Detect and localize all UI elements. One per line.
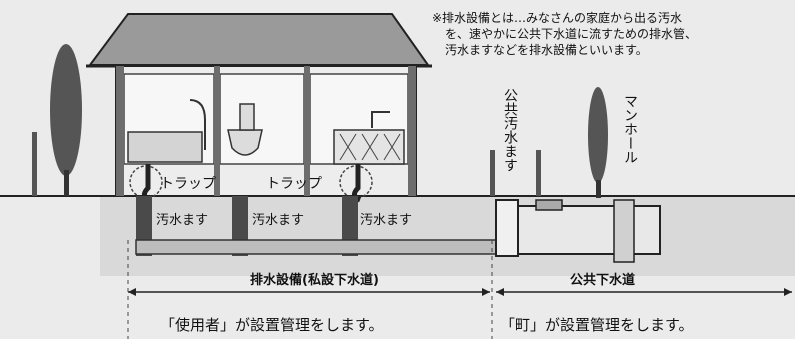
masu-3-label: 汚水ます: [360, 213, 412, 228]
public-masu-label: 公共汚水ます: [502, 88, 518, 172]
trap-left-circle: [129, 165, 163, 199]
masu-1-label: 汚水ます: [156, 213, 208, 228]
fence-right-icon: [490, 150, 495, 196]
trap-right-pipe: [352, 164, 362, 203]
note-line-2: を、速やかに公共下水道に流すための排水管、: [445, 26, 697, 41]
faucet-icon: [371, 111, 390, 128]
drain-pipe: [135, 239, 497, 255]
sink-counter-icon: [333, 129, 405, 165]
house-pillar-mid-1: [214, 66, 220, 196]
manhole-cover-icon: [535, 199, 563, 211]
public-sewer-box: [517, 205, 661, 255]
bathtub-icon: [127, 131, 203, 163]
ground-area: [100, 196, 795, 276]
town-managed-text: 「町」が設置管理をします。: [500, 316, 694, 334]
house-pillar-right: [408, 66, 416, 196]
manhole-label: マンホール: [622, 94, 638, 164]
house-roof: [88, 13, 430, 66]
toilet-tank-icon: [239, 103, 255, 131]
note-line-1: ※排水設備とは…みなさんの家庭から出る汚水: [432, 10, 682, 25]
tree-right-trunk: [596, 180, 601, 198]
note-line-3: 汚水ますなどを排水設備といいます。: [445, 42, 648, 57]
arrowhead-right-end: [784, 288, 792, 296]
drainage-facility-label: 排水設備(私設下水道): [250, 272, 379, 288]
public-sewer-pipe: [613, 199, 635, 263]
arrowhead-left-end: [482, 288, 490, 296]
tree-left-trunk: [64, 170, 69, 196]
public-sewer-label: 公共下水道: [570, 272, 635, 288]
house-pillar-left: [116, 66, 124, 196]
arrowhead-right-start: [496, 288, 504, 296]
masu-2-label: 汚水ます: [252, 213, 304, 228]
fence-left-icon: [32, 132, 37, 196]
shower-icon: [189, 99, 206, 150]
trap-right-label: トラップ: [266, 176, 322, 192]
arrowhead-left-start: [128, 288, 136, 296]
user-managed-text: 「使用者」が設置管理をします。: [160, 316, 384, 334]
tree-left-icon: [50, 44, 82, 176]
fence-right-icon-2: [536, 150, 541, 196]
trap-right-circle: [339, 165, 373, 199]
house-pillar-mid-2: [304, 66, 310, 196]
toilet-icon: [227, 129, 263, 156]
tree-right-icon: [588, 87, 608, 183]
room-middle: [219, 73, 305, 165]
sink-cross-pattern: [339, 133, 401, 161]
trap-left-label: トラップ: [160, 176, 216, 192]
public-masu-box: [495, 199, 519, 257]
